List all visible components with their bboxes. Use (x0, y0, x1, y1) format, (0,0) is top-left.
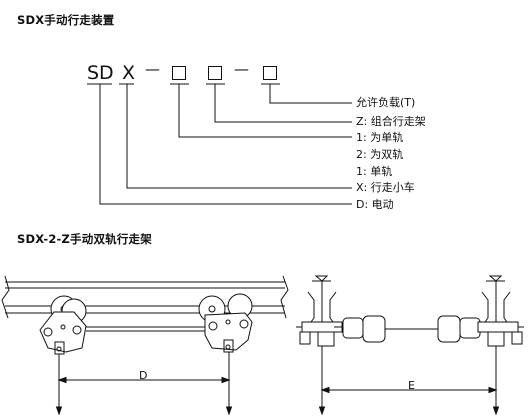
dimension-e-label: E (408, 379, 415, 392)
legend-trolley: X: 行走小车 (356, 181, 415, 194)
code-box-1 (172, 66, 186, 80)
code-box-3 (263, 66, 277, 80)
code-box-2 (208, 66, 222, 80)
legend-combined-frame: Z: 组合行走架 (356, 115, 426, 128)
legend-single-rail-1: 1: 为单轨 (356, 131, 404, 144)
code-x: X (122, 62, 136, 84)
code-sd: SD (87, 62, 114, 84)
legend-single-rail-2: 1: 单轨 (356, 165, 393, 178)
heading-double-rail-frame: SDX-2-Z手动双轨行走架 (17, 232, 152, 246)
code-dash-2: — (234, 60, 249, 78)
legend-allowable-load: 允许负载(T) (356, 96, 416, 109)
legend-electric: D: 电动 (356, 198, 394, 211)
legend-double-rail: 2: 为双轨 (356, 148, 404, 161)
heading-model-description: SDX手动行走装置 (17, 13, 115, 27)
dimension-d-label: D (139, 369, 148, 382)
code-dash-1: — (145, 60, 160, 78)
